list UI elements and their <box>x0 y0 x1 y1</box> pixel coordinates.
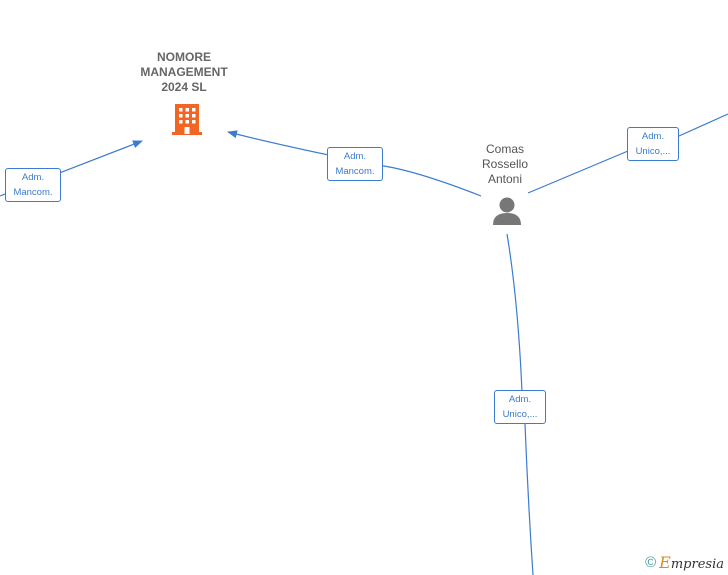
edge-label-detail: Unico,... <box>635 146 671 157</box>
edge-line-bottom <box>506 233 534 575</box>
edge-label-role: Adm. <box>641 131 665 142</box>
person-icon <box>493 197 521 225</box>
edge-label-left[interactable]: Adm. Mancom. <box>5 168 61 202</box>
edge-label-bottom[interactable]: Adm. Unico,... <box>494 390 546 424</box>
person-node-label: Comas Rossello Antoni <box>481 142 529 186</box>
edge-label-detail: Unico,... <box>502 409 538 420</box>
edge-label-person-company[interactable]: Adm. Mancom. <box>327 147 383 181</box>
edge-label-top-right[interactable]: Adm. Unico,... <box>627 127 679 161</box>
edge-label-detail: Mancom. <box>335 166 375 177</box>
edge-label-detail: Mancom. <box>13 187 53 198</box>
brand-logo[interactable]: Empresia <box>659 553 724 572</box>
edge-label-role: Adm. <box>508 394 532 405</box>
edge-label-role: Adm. <box>21 172 45 183</box>
edge-line-person-company <box>227 130 482 197</box>
edge-line-top-right <box>527 113 728 194</box>
building-icon <box>172 104 202 135</box>
copyright-icon: © <box>645 554 657 571</box>
edge-label-role: Adm. <box>343 151 367 162</box>
company-node-label: NOMORE MANAGEMENT 2024 SL <box>140 50 228 94</box>
footer-credit: © Empresia <box>645 553 724 572</box>
